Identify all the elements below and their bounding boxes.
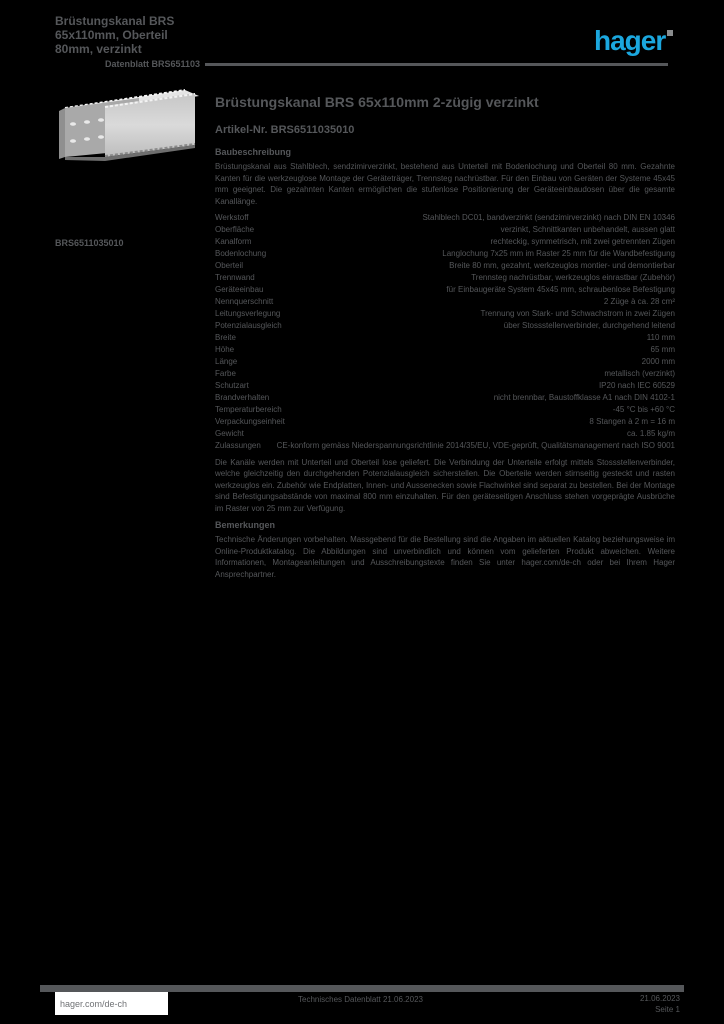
document-title-line: 80mm, verzinkt (55, 42, 142, 56)
row-value: -45 °C bis +60 °C (612, 405, 675, 414)
row-label: Zulassungen (215, 441, 261, 450)
section-paragraph: Die Kanäle werden mit Unterteil und Ober… (215, 457, 675, 513)
header-divider (205, 63, 668, 66)
row-value: metallisch (verzinkt) (604, 369, 675, 378)
row-label: Verpackungseinheit (215, 417, 285, 426)
footer-center-text: Technisches Datenblatt 21.06.2023 (298, 995, 423, 1004)
table-row: Breite 110 mm (215, 333, 675, 343)
row-value: 65 mm (650, 345, 675, 354)
table-row: Temperaturbereich -45 °C bis +60 °C (215, 405, 675, 415)
row-value: 8 Stangen à 2 m = 16 m (589, 417, 675, 426)
table-row: Brandverhalten nicht brennbar, Baustoffkl… (215, 393, 675, 403)
table-row: Verpackungseinheit 8 Stangen à 2 m = 16 m (215, 417, 675, 427)
image-caption: BRS6511035010 (55, 238, 124, 248)
footer-date: 21.06.2023 (639, 994, 680, 1003)
table-row: Oberteil Breite 80 mm, gezahnt, werkzeugl… (215, 261, 675, 271)
article-number: Artikel-Nr. BRS6511035010 (215, 124, 355, 136)
footer-page-info: 21.06.2023 Seite 1 (640, 993, 680, 1015)
row-label: Farbe (215, 369, 236, 378)
row-label: Leitungsverlegung (215, 309, 281, 318)
footer-divider (40, 985, 684, 992)
table-row: Länge 2000 mm (215, 357, 675, 367)
section: Werkstoff Stahlblech DC01, bandverzinkt (… (215, 213, 675, 451)
row-value: rechteckig, symmetrisch, mit zwei getren… (490, 237, 675, 246)
table-row: Farbe metallisch (verzinkt) (215, 369, 675, 379)
table-row: Oberfläche verzinkt, Schnittkanten unbeha… (215, 225, 675, 235)
row-label: Brandverhalten (215, 393, 270, 402)
row-label: Gewicht (215, 429, 244, 438)
section-paragraph: Brüstungskanal aus Stahlblech, sendzimir… (215, 162, 675, 206)
section-paragraph: Technische Änderungen vorbehalten. Massg… (215, 535, 675, 579)
row-value: CE-konform gemäss Niederspannungsrichtli… (276, 441, 675, 450)
table-row: Werkstoff Stahlblech DC01, bandverzinkt (… (215, 213, 675, 223)
table-row: Bodenlochung Langlochung 7x25 mm im Raste… (215, 249, 675, 259)
table-row: Leitungsverlegung Trennung von Stark- und… (215, 309, 675, 319)
row-label: Temperaturbereich (215, 405, 282, 414)
row-value: IP20 nach IEC 60529 (598, 381, 675, 390)
row-value: 110 mm (646, 333, 675, 342)
row-value: 2000 mm (641, 357, 675, 366)
section: Die Kanäle werden mit Unterteil und Ober… (215, 457, 675, 515)
table-row: Geräteeinbau für Einbaugeräte System 45x4… (215, 285, 675, 295)
cable-trunking-illustration (59, 89, 199, 161)
row-label: Kanalform (215, 237, 252, 246)
row-value: Trennsteg nachrüstbar, werkzeuglos einra… (471, 273, 675, 282)
document-subline: Datenblatt BRS651103 (105, 59, 201, 69)
table-row: Gewicht ca. 1.85 kg/m (215, 429, 675, 439)
document-title: Brüstungskanal BRS 65x110mm, Oberteil 80… (55, 14, 223, 56)
row-label: Oberfläche (215, 225, 255, 234)
footer-page-number: Seite 1 (655, 1005, 680, 1014)
document-title-line: Brüstungskanal BRS (55, 14, 175, 28)
row-value: für Einbaugeräte System 45x45 mm, schrau… (446, 285, 675, 294)
row-value: über Stossstellenverbinder, durchgehend … (503, 321, 675, 330)
row-label: Breite (215, 333, 236, 342)
row-label: Geräteeinbau (215, 285, 264, 294)
row-value: Langlochung 7x25 mm im Raster 25 mm für … (442, 249, 675, 258)
footer-url-link[interactable]: hager.com/de-ch (55, 992, 168, 1015)
page-title: Brüstungskanal BRS 65x110mm 2-zügig verz… (215, 94, 539, 110)
product-image (57, 86, 202, 166)
row-label: Schutzart (215, 381, 249, 390)
trademark-icon (667, 30, 674, 36)
table-row: Kanalform rechteckig, symmetrisch, mit zw… (215, 237, 675, 247)
row-label: Nennquerschnitt (215, 297, 274, 306)
row-value: nicht brennbar, Baustoffklasse A1 nach D… (493, 393, 675, 402)
row-label: Höhe (215, 345, 235, 354)
hager-logo: hager (594, 25, 674, 56)
row-value: 2 Züge à ca. 28 cm² (603, 297, 675, 306)
row-value: verzinkt, Schnittkanten unbehandelt, aus… (500, 225, 675, 234)
row-value: ca. 1.85 kg/m (626, 429, 675, 438)
section-heading: Bemerkungen (215, 520, 276, 530)
row-label: Trennwand (215, 273, 255, 282)
document-title-line: 65x110mm, Oberteil (55, 28, 168, 42)
row-label: Werkstoff (215, 213, 249, 222)
section-heading: Baubeschreibung (215, 147, 292, 157)
table-row: Nennquerschnitt 2 Züge à ca. 28 cm² (215, 297, 675, 307)
row-label: Bodenlochung (215, 249, 267, 258)
content-column: Brüstungskanal BRS 65x110mm 2-zügig verz… (215, 94, 675, 580)
hager-logo-text: hager (594, 25, 666, 56)
row-value: Trennung von Stark- und Schwachstrom in … (480, 309, 675, 318)
row-value: Breite 80 mm, gezahnt, werkzeuglos monti… (449, 261, 675, 270)
row-value: Stahlblech DC01, bandverzinkt (sendzimir… (422, 213, 675, 222)
row-label: Potenzialausgleich (215, 321, 282, 330)
row-label: Länge (215, 357, 238, 366)
table-row: Potenzialausgleich über Stossstellenverbi… (215, 321, 675, 331)
table-row: Schutzart IP20 nach IEC 60529 (215, 381, 675, 391)
table-row: Höhe 65 mm (215, 345, 675, 355)
table-row: Trennwand Trennsteg nachrüstbar, werkzeug… (215, 273, 675, 283)
table-row: Zulassungen CE-konform gemäss Niederspann… (215, 441, 675, 451)
row-label: Oberteil (215, 261, 244, 270)
